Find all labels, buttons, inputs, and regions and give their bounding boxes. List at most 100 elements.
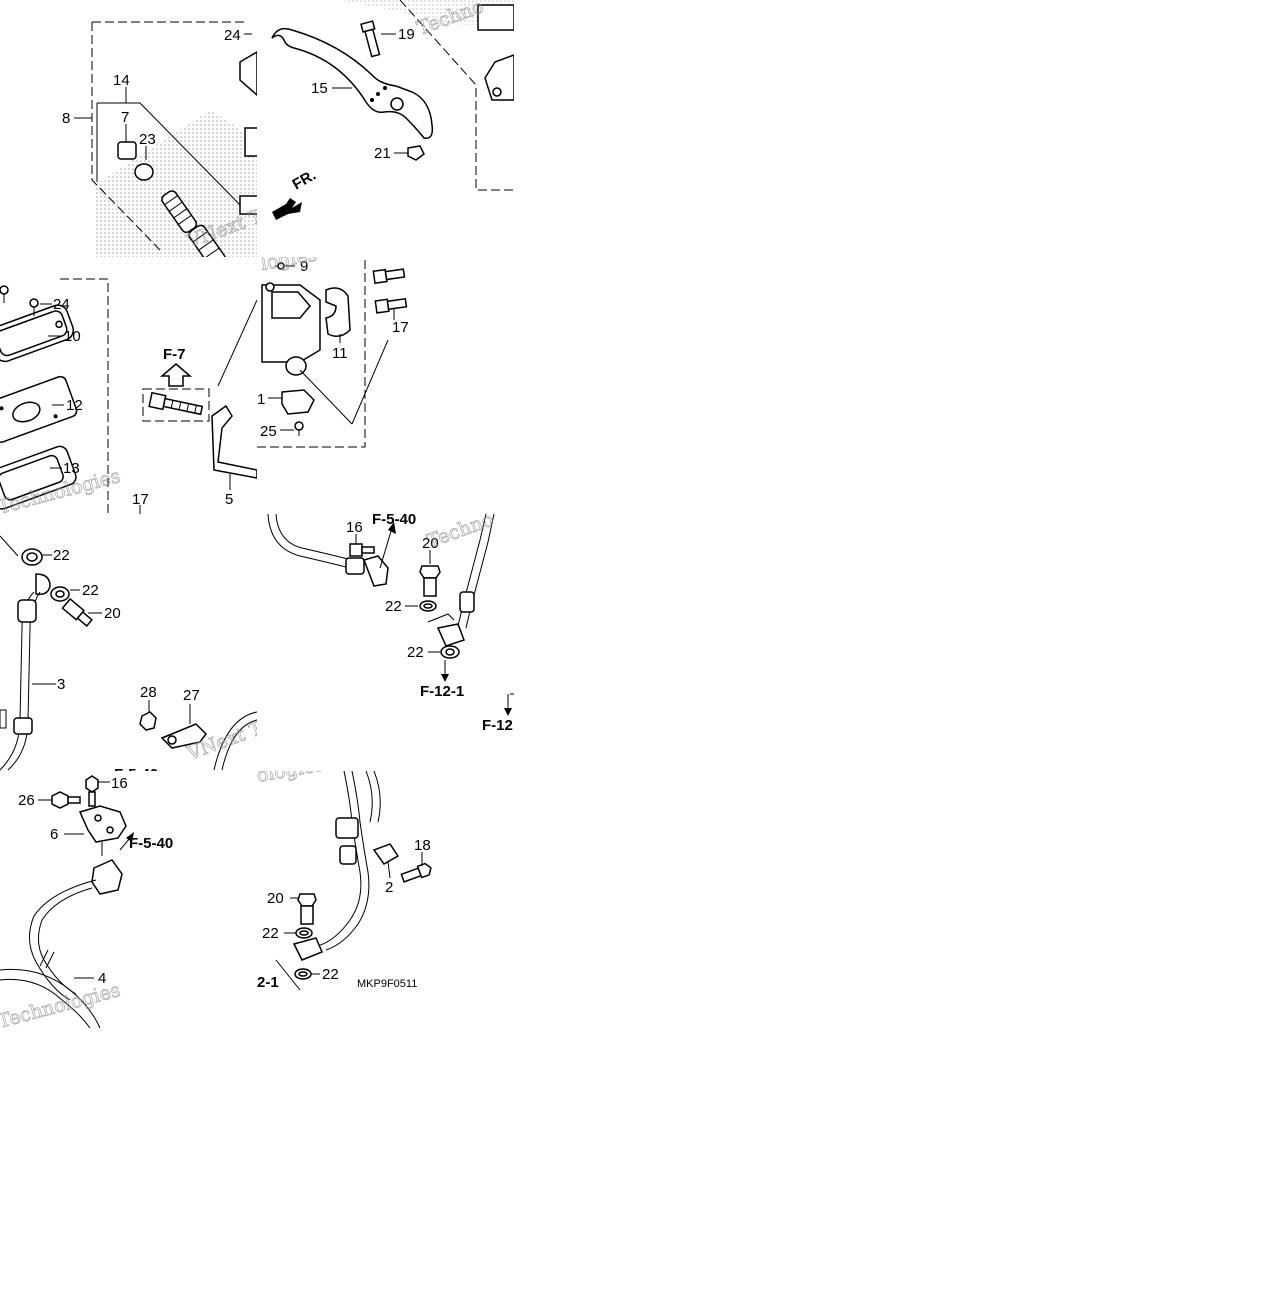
reservoir-opening — [271, 291, 311, 319]
piston-spring — [161, 190, 198, 234]
hose-clamp — [335, 817, 359, 839]
callout-23: 23 — [139, 131, 156, 148]
tile-reservoir-cap: 24 10 12 13 17 F-7 5 Technologies — [0, 278, 257, 514]
hose-clamp — [345, 557, 365, 575]
banjo-bolt-20a — [61, 597, 93, 627]
diaphragm-13 — [0, 445, 77, 510]
f7-bolt-box — [142, 388, 210, 422]
callout-16: 16 — [111, 775, 128, 792]
hose-fitting — [17, 599, 37, 623]
ref-f12: F-12 — [482, 717, 513, 734]
callout-3: 3 — [57, 676, 65, 693]
callout-7: 7 — [121, 109, 129, 126]
callout-9: 9 — [300, 258, 308, 275]
banjo-bolt-20c — [297, 893, 317, 925]
banjo-fitting — [436, 623, 465, 647]
watermark: VNext Te — [183, 714, 275, 765]
port — [285, 356, 307, 376]
callout-20: 20 — [422, 535, 439, 552]
hose-fitting — [339, 845, 357, 865]
callout-17: 17 — [392, 319, 409, 336]
dotted-shading — [340, 0, 514, 25]
bolt-26 — [51, 791, 81, 809]
tile-upper-hose: 22 22 20 3 28 27 F-5-40 VNext Te — [0, 535, 275, 783]
tile-master-cylinder-internals: 8 14 7 23 24 VNext Tec — [62, 21, 257, 257]
clip-2 — [372, 843, 400, 865]
callout-4: 4 — [98, 970, 106, 987]
banjo-bolt-20b — [419, 565, 441, 597]
screw-25 — [294, 421, 304, 436]
watermark: ologies — [255, 753, 326, 787]
tile-master-cylinder-holder: 9 11 17 1 25 logies — [257, 243, 409, 448]
front-label: FR. — [290, 167, 319, 194]
callout-16: 16 — [346, 519, 363, 536]
pivot-hole — [390, 97, 404, 111]
holder-11 — [325, 287, 351, 337]
banjo-fitting — [292, 937, 323, 961]
callout-2: 2 — [385, 879, 393, 896]
brake-lever-15 — [271, 27, 434, 139]
bolt-17b — [374, 297, 408, 314]
bolt-18 — [400, 862, 432, 883]
hose-fitting — [459, 591, 475, 613]
body-top — [477, 4, 514, 31]
screw-24 — [0, 285, 39, 316]
tile-lower-hose: 26 16 6 F-5-40 4 Technologies — [0, 775, 173, 1033]
callout-6: 6 — [50, 826, 58, 843]
ref-f540: F-5-40 — [114, 766, 158, 783]
dotted-shading — [95, 110, 257, 257]
nut-28 — [139, 711, 157, 731]
callout-22: 22 — [322, 966, 339, 983]
reservature-cap — [239, 51, 257, 97]
screw-9 — [277, 262, 285, 270]
callout-22: 22 — [82, 582, 99, 599]
banjo-fitting — [35, 573, 51, 596]
watermark: logies — [259, 243, 319, 275]
callout-24: 24 — [53, 296, 70, 313]
ref-f540: F-5-40 — [129, 835, 173, 852]
junction-block — [91, 859, 123, 895]
up-arrow-icon — [159, 363, 193, 387]
callout-22: 22 — [385, 598, 402, 615]
body-edge-2 — [239, 195, 257, 215]
stop-switch-1 — [281, 389, 315, 415]
watermark: Techno — [424, 508, 496, 552]
callout-28: 28 — [140, 684, 157, 701]
callout-5: 5 — [225, 491, 233, 508]
callout-1: 1 — [257, 391, 265, 408]
ref-f540: F-5-40 — [372, 511, 416, 528]
boot — [188, 224, 226, 257]
callout-25: 25 — [260, 423, 277, 440]
bolt-16b — [85, 775, 99, 807]
pivot-bolt-19 — [360, 20, 381, 58]
callout-18: 18 — [414, 837, 431, 854]
watermark: Technologies — [0, 979, 123, 1033]
ref-f121: 2-1 — [257, 974, 279, 991]
callout-21: 21 — [374, 145, 391, 162]
screw-hole — [265, 282, 275, 292]
body-edge — [244, 127, 257, 157]
tile-caliper-hose: 18 2 20 22 22 2-1 MKP9F0511 ologies — [255, 753, 432, 991]
tile-brake-lever: FR. 19 15 21 Techno — [271, 0, 514, 220]
callout-15: 15 — [311, 80, 328, 97]
hose-sleeve — [13, 717, 33, 735]
callout-10: 10 — [64, 328, 81, 345]
master-cylinder-body — [484, 54, 514, 101]
reservoir-cap-10 — [0, 304, 75, 363]
callout-24: 24 — [224, 27, 241, 44]
callout-26: 26 — [18, 792, 35, 809]
callout-19: 19 — [398, 26, 415, 43]
callout-20: 20 — [104, 605, 121, 622]
tile-hose-junction: 16 F-5-40 20 22 22 F-12-1 F-12 Techno — [267, 508, 514, 734]
callout-17: 17 — [132, 491, 149, 508]
callout-20: 20 — [267, 890, 284, 907]
callout-22: 22 — [53, 547, 70, 564]
callout-11: 11 — [332, 345, 348, 362]
nut-21 — [407, 145, 425, 161]
piston-cup-7 — [117, 141, 137, 160]
bracket-6 — [78, 805, 127, 843]
bolt-17a — [372, 268, 406, 285]
front-arrow-icon — [272, 198, 302, 220]
